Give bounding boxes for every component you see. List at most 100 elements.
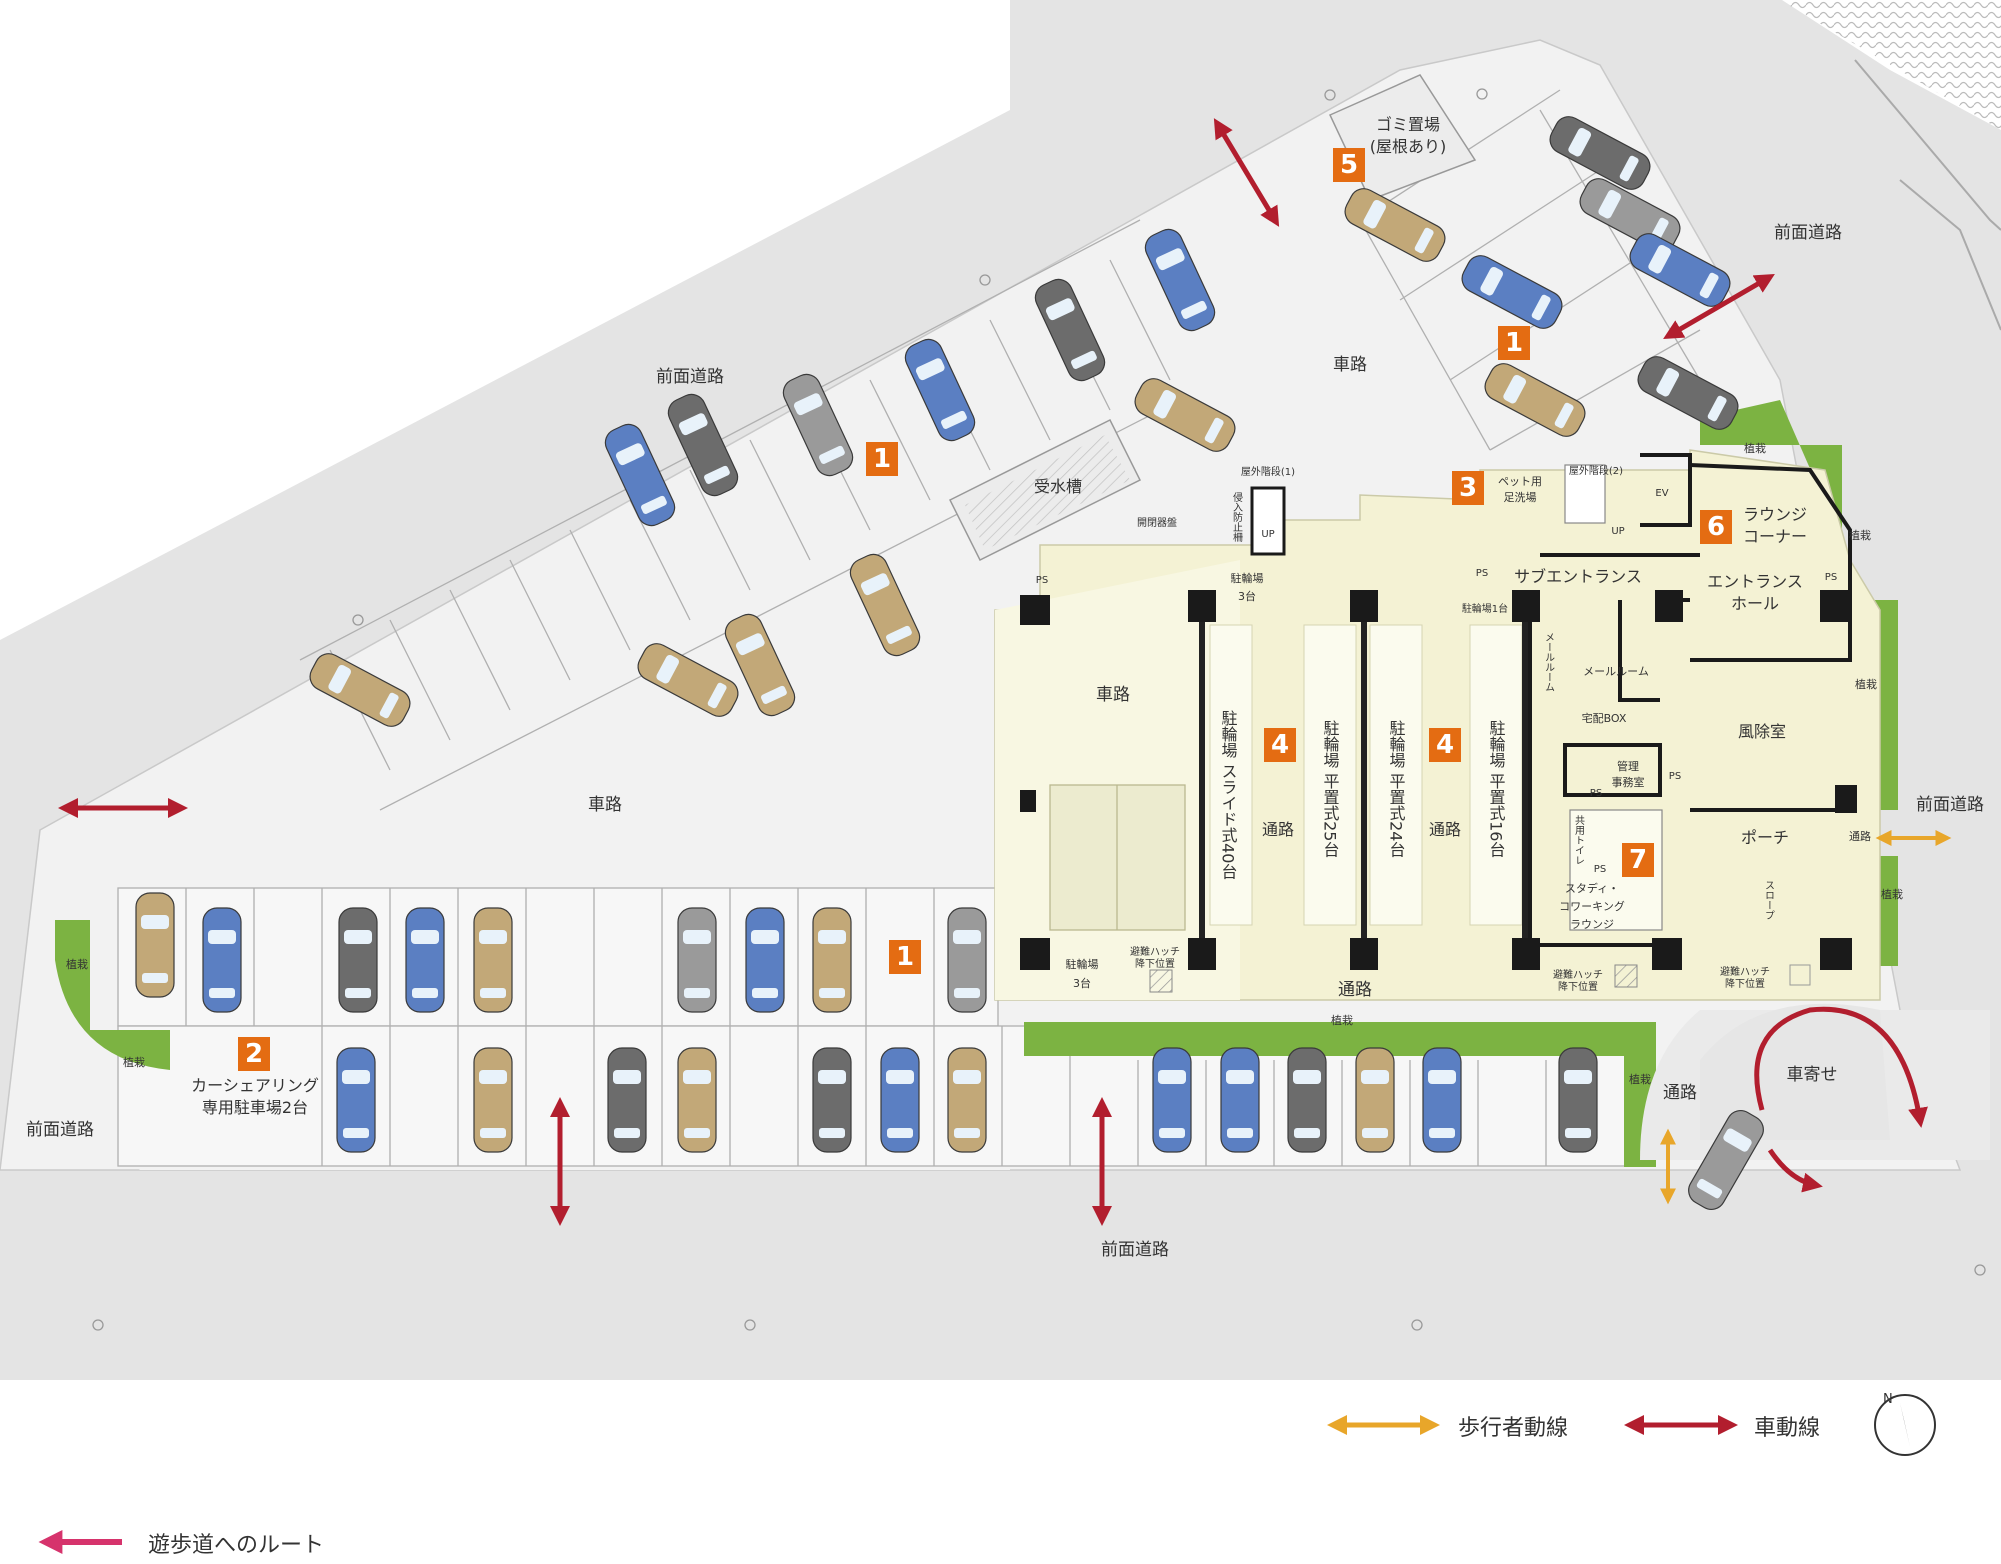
- water-tank: [948, 418, 1142, 562]
- car-icon: [405, 907, 445, 1013]
- car-icon: [947, 907, 987, 1013]
- lounge-label: ラウンジ: [1743, 505, 1807, 524]
- car-icon: [1688, 1109, 1764, 1211]
- car-icon: [947, 1047, 987, 1153]
- planting-label: 植栽: [1331, 1013, 1353, 1027]
- car-icon: [1637, 356, 1739, 430]
- car-icon: [309, 653, 411, 727]
- car-icon: [849, 553, 921, 657]
- car-icon: [677, 1047, 717, 1153]
- passage-label: 通路: [1849, 830, 1871, 843]
- pet-wash-label: ペット用: [1498, 475, 1542, 488]
- car-icon: [1461, 255, 1563, 329]
- ps-label: PS: [1669, 771, 1681, 782]
- svg-text:7: 7: [1629, 845, 1647, 875]
- car-icon: [812, 1047, 852, 1153]
- bike-parking-label: 駐輪場: [1231, 571, 1264, 585]
- ps-label: PS: [1036, 575, 1048, 586]
- bike-flat-25-label: 駐輪場 平置式25台: [1321, 720, 1340, 858]
- passage-label: 通路: [1663, 1083, 1697, 1103]
- passage-label: 通路: [1429, 820, 1461, 839]
- svg-text:4: 4: [1271, 730, 1289, 760]
- bike-parking-label: 3台: [1073, 976, 1091, 990]
- outdoor-stair-1-label: 屋外階段(1): [1241, 465, 1295, 478]
- vehicle-stop-label: 車寄せ: [1787, 1065, 1838, 1085]
- driveway-label: 車路: [588, 795, 622, 815]
- planting-label: 植栽: [1881, 887, 1903, 901]
- car-icon: [1355, 1047, 1395, 1153]
- badge-5: 5: [1333, 148, 1365, 182]
- planting-label: 植栽: [1855, 677, 1877, 691]
- vehicle-stop-turn-arrow: [1754, 1006, 1928, 1128]
- evac-hatch-label: 降下位置: [1558, 980, 1598, 993]
- svg-text:1: 1: [896, 942, 914, 972]
- study-label: コワーキング: [1559, 899, 1625, 913]
- porch-label: ポーチ: [1741, 828, 1789, 847]
- delivery-box-label: 宅配BOX: [1582, 711, 1627, 725]
- car-icon: [782, 373, 854, 477]
- water-tank-label: 受水槽: [1034, 477, 1082, 496]
- car-icon: [745, 907, 785, 1013]
- badge-2: 2: [238, 1037, 270, 1071]
- badge-3: 3: [1452, 471, 1484, 505]
- vehicle-stop-exit-arrow: [1767, 1148, 1823, 1193]
- cars-layer: [135, 116, 1764, 1211]
- svg-text:3: 3: [1459, 473, 1477, 503]
- svg-text:4: 4: [1436, 730, 1454, 760]
- bike-parking-label: 駐輪場1台: [1462, 602, 1508, 615]
- svg-text:6: 6: [1707, 512, 1725, 542]
- ps-label: PS: [1825, 572, 1837, 583]
- north-compass-icon: N: [1874, 1392, 1936, 1456]
- evac-hatch-label: 避難ハッチ: [1720, 965, 1770, 978]
- planting-label: 植栽: [1744, 441, 1766, 455]
- ps-label: PS: [1590, 788, 1602, 799]
- bike-parking-label: 3台: [1238, 589, 1256, 603]
- badge-1: 1: [866, 442, 898, 476]
- car-icon: [1549, 116, 1651, 190]
- car-icon: [473, 907, 513, 1013]
- outdoor-stair-2-label: 屋外階段(2): [1569, 464, 1623, 477]
- sub-entrance-label: サブエントランス: [1514, 567, 1642, 586]
- garbage-note: (屋根あり): [1370, 137, 1447, 156]
- car-icon: [1152, 1047, 1192, 1153]
- mail-room-vertical-label: メールルーム: [1543, 632, 1555, 692]
- car-icon: [1220, 1047, 1260, 1153]
- study-label: スタディ・: [1565, 881, 1619, 895]
- mail-room-label: メールルーム: [1583, 665, 1649, 678]
- planting-label: 植栽: [1849, 528, 1871, 542]
- badge-1: 1: [889, 940, 921, 974]
- car-icon: [338, 907, 378, 1013]
- survey-markers: [92, 88, 1986, 1331]
- carshare-label: 専用駐車場2台: [202, 1098, 308, 1117]
- car-icon: [336, 1047, 376, 1153]
- svg-text:N: N: [1883, 1392, 1893, 1407]
- bike-flat-16-label: 駐輪場 平置式16台: [1487, 720, 1506, 858]
- svg-text:1: 1: [1505, 328, 1523, 358]
- car-icon: [135, 892, 175, 998]
- road-label: 前面道路: [26, 1120, 94, 1140]
- badge-4: 4: [1264, 728, 1296, 762]
- car-icon: [604, 423, 676, 527]
- evac-hatch-label: 避難ハッチ: [1130, 945, 1180, 958]
- road-label: 前面道路: [656, 367, 724, 387]
- entrance-hall-label: エントランス: [1707, 572, 1803, 591]
- passage-label: 通路: [1338, 980, 1372, 1000]
- car-icon: [1144, 228, 1216, 332]
- ps-label: PS: [1594, 864, 1606, 875]
- car-icon: [812, 907, 852, 1013]
- passage-label: 通路: [1262, 820, 1294, 839]
- office-label: 事務室: [1612, 775, 1645, 789]
- car-icon: [1558, 1047, 1598, 1153]
- svg-text:1: 1: [873, 444, 891, 474]
- car-icon: [637, 643, 739, 717]
- badge-1: 1: [1498, 326, 1530, 360]
- car-icon: [1422, 1047, 1462, 1153]
- evac-hatch-label: 降下位置: [1135, 957, 1175, 970]
- neighbor-lot: [1780, 0, 2001, 130]
- road-edge-right: [1854, 59, 2001, 231]
- pet-wash-label: 足洗場: [1504, 491, 1537, 504]
- intrusion-fence-label: 侵入防止柵: [1231, 492, 1243, 542]
- car-icon: [667, 393, 739, 497]
- ev-label: EV: [1655, 488, 1668, 499]
- car-icon: [724, 613, 796, 717]
